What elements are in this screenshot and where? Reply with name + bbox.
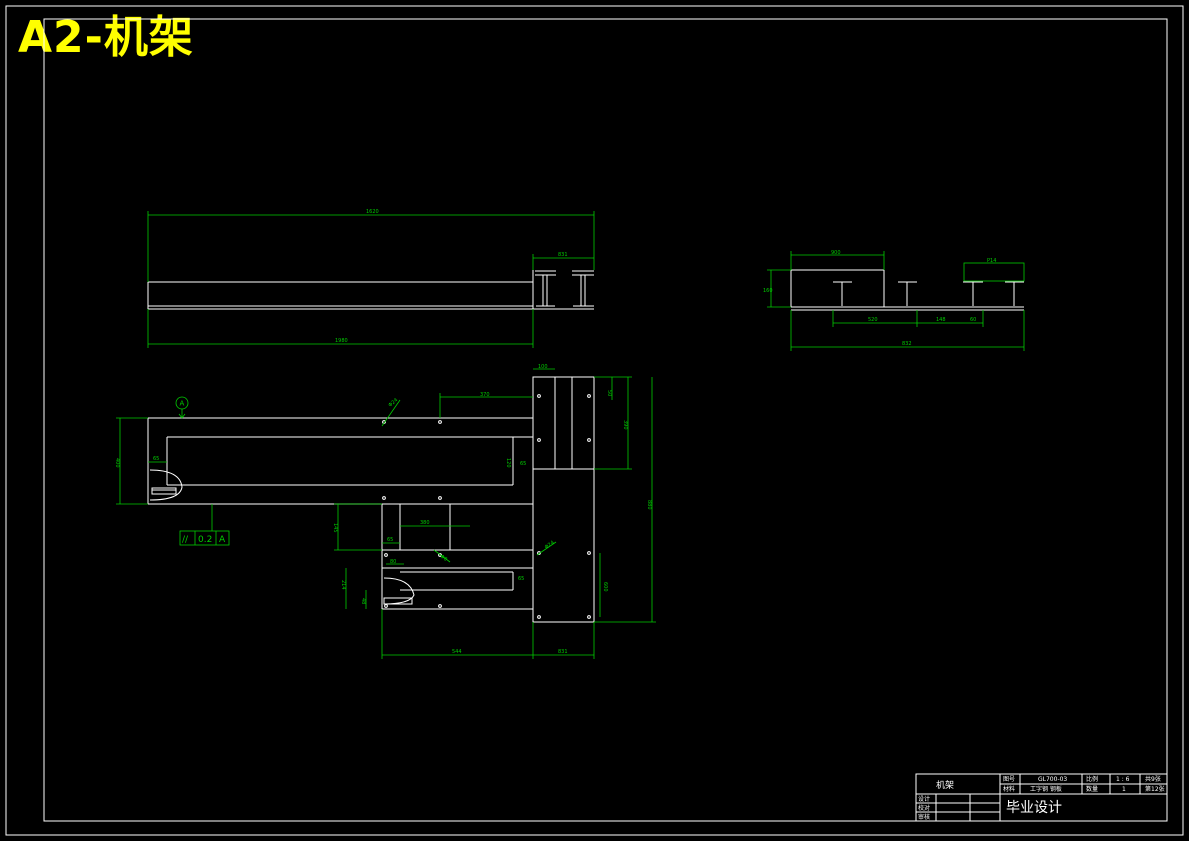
tb-r2c1: 材料 xyxy=(1003,785,1015,793)
dim-side-seg2: 148 xyxy=(936,317,946,323)
plan-view: A // 0.2 A 100 370 Φ24 50 390 xyxy=(114,364,656,659)
tb-r1c5: 共9张 xyxy=(1145,775,1161,783)
dim-65b: 65 xyxy=(520,461,526,467)
tb-role-check: 校对 xyxy=(918,804,930,812)
dim-top-w: 370 xyxy=(480,392,490,398)
dim-120: 120 xyxy=(505,458,511,468)
tb-role-design: 设计 xyxy=(918,795,930,803)
dim-side-height: 160 xyxy=(763,288,773,294)
dim-diam-r: Φ24 xyxy=(544,540,556,551)
dim-v2: 390 xyxy=(622,420,628,430)
tb-r1c2: GL700-03 xyxy=(1038,776,1067,783)
tb-r1c1: 图号 xyxy=(1003,776,1015,783)
dim-diam-top: Φ24 xyxy=(387,397,399,408)
dim-top-small: 100 xyxy=(538,364,548,370)
tb-r1c3: 比例 xyxy=(1086,775,1098,783)
dim-bottom: 1980 xyxy=(335,338,348,344)
dim-80: 80 xyxy=(390,559,396,565)
dim-65c: 65 xyxy=(387,537,393,543)
dim-48: 48 xyxy=(360,598,366,604)
tb-part-name: 机架 xyxy=(936,779,954,791)
tb-r2c4: 1 xyxy=(1122,786,1126,793)
datum-label: A xyxy=(180,400,185,408)
tb-r2c5: 第12张 xyxy=(1145,785,1165,793)
sheet-title: A2-机架 xyxy=(18,12,194,63)
dim-overall: 1620 xyxy=(366,209,379,215)
tolerance-symbol: // xyxy=(182,535,189,545)
dim-diam-mid: Φ8 xyxy=(439,554,448,563)
dim-831: 831 xyxy=(558,649,568,655)
dim-544: 544 xyxy=(452,649,462,655)
tolerance-datum: A xyxy=(219,535,226,545)
dim-600b: 600 xyxy=(602,582,608,592)
dim-v1: 50 xyxy=(606,390,612,396)
tb-r2c2: 工字钢 钢板 xyxy=(1030,785,1062,793)
side-view: 900 P14 160 520 148 60 832 xyxy=(763,250,1025,351)
dim-side-seg1: 520 xyxy=(868,317,878,323)
tolerance-frame xyxy=(179,530,230,546)
dim-side-seg3: 60 xyxy=(970,317,976,323)
dim-far: 880 xyxy=(646,500,652,510)
dim-right-seg: 831 xyxy=(558,252,568,258)
inner-border xyxy=(43,18,1168,822)
dim-65d: 65 xyxy=(518,576,524,582)
dim-214: 214 xyxy=(340,580,346,590)
outer-border xyxy=(5,5,1184,836)
tolerance-value: 0.2 xyxy=(198,535,212,545)
dim-380: 380 xyxy=(420,520,430,526)
dim-side-top-left: 900 xyxy=(831,250,841,256)
tb-r1c4: 1 : 6 xyxy=(1116,776,1130,783)
dim-side-top-right: P14 xyxy=(987,258,996,264)
title-block: 机架 图号 GL700-03 比例 1 : 6 共9张 材料 工字钢 钢板 数量… xyxy=(915,773,1168,822)
tb-project: 毕业设计 xyxy=(1006,800,1062,816)
top-view: 1620 831 1980 xyxy=(147,209,595,348)
dim-65a: 65 xyxy=(153,456,159,462)
dim-145: 145 xyxy=(332,523,338,533)
tb-role-review: 审核 xyxy=(918,813,930,821)
tb-r2c3: 数量 xyxy=(1086,785,1098,793)
dim-left-h: 400 xyxy=(114,458,120,468)
dim-side-overall: 832 xyxy=(902,341,912,347)
